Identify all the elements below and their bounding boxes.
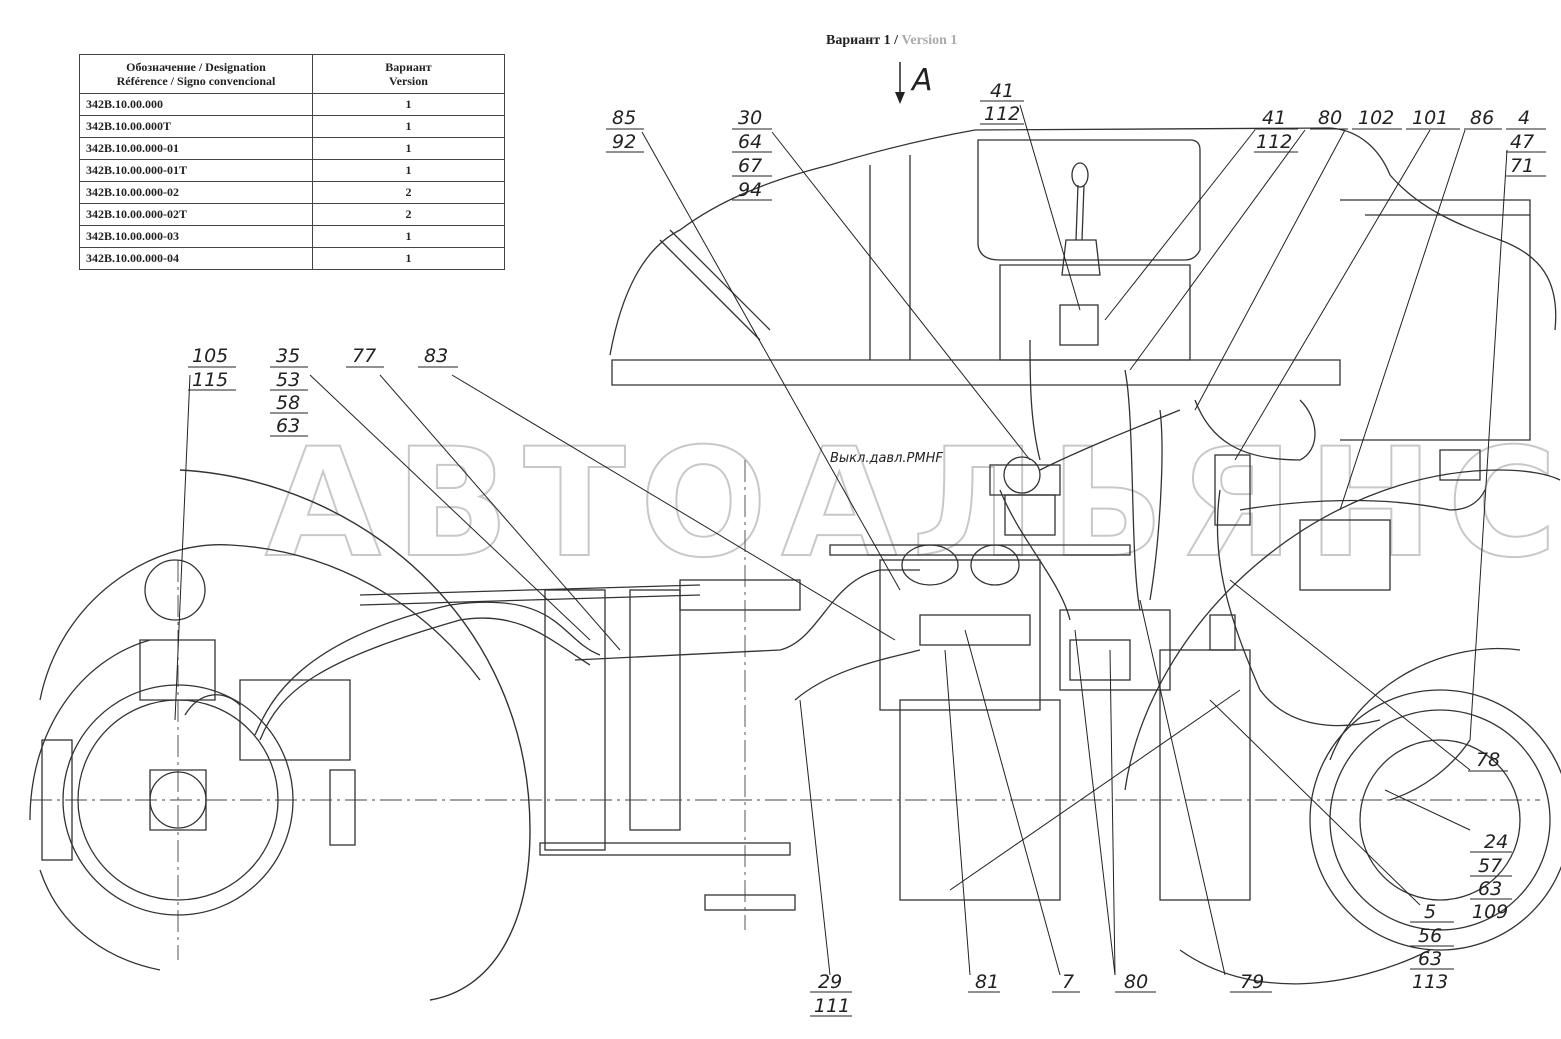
- callout-79-label: 79: [1240, 971, 1264, 993]
- callout-4-47-71: 4 47 71: [1506, 107, 1546, 177]
- callout-101-label: 101: [1412, 107, 1448, 129]
- callout-112-right: 112: [1256, 131, 1292, 153]
- rear-wheel-arc: [179, 469, 531, 1001]
- callout-71: 71: [1510, 155, 1534, 177]
- callout-29-111: 29 111: [810, 971, 852, 1017]
- callout-63-b: 63: [1478, 878, 1502, 900]
- callout-77: 77: [346, 345, 384, 368]
- version-header-line2: Version: [389, 74, 428, 88]
- callout-57: 57: [1478, 855, 1502, 877]
- version-cell: 1: [312, 247, 505, 270]
- callout-94: 94: [738, 179, 762, 201]
- callout-67: 67: [738, 155, 762, 177]
- callout-101: 101: [1406, 107, 1460, 130]
- callout-111: 111: [814, 995, 850, 1017]
- cab-outline: [609, 127, 1557, 441]
- callout-83-label: 83: [424, 345, 448, 367]
- callout-78: 78: [1468, 749, 1508, 772]
- callout-105-115: 105 115: [188, 345, 236, 391]
- variant-title-ru: Вариант 1 /: [826, 33, 899, 48]
- callout-86-label: 86: [1470, 107, 1494, 129]
- callout-35-53-58-63: 35 53 58 63: [270, 345, 308, 437]
- callout-41-112-right: 41 112: [1254, 107, 1298, 153]
- frame-rails: [359, 544, 1251, 911]
- callout-24-57-63-109: 24 57 63 109: [1470, 831, 1512, 923]
- watermark: АВТОАЛЬЯНС: [265, 417, 1561, 591]
- designation-header-line1: Обозначение / Designation: [126, 60, 266, 74]
- callout-80-bottom-label: 80: [1124, 971, 1148, 993]
- callout-30: 30: [738, 107, 762, 129]
- designation-header-line2: Référence / Signo convencional: [116, 74, 276, 88]
- callout-80-top: 80: [1310, 107, 1348, 130]
- view-arrow-label: A: [910, 63, 933, 98]
- variant-title: Вариант 1 / Version 1: [826, 33, 957, 49]
- callout-102-label: 102: [1358, 107, 1394, 129]
- callout-102: 102: [1352, 107, 1402, 130]
- callout-24: 24: [1484, 831, 1508, 853]
- table-header-row: Обозначение / Designation Référence / Si…: [79, 54, 505, 94]
- variant-title-en: Version 1: [898, 33, 958, 48]
- callout-56: 56: [1418, 925, 1442, 947]
- hydraulic-lines: [184, 339, 1486, 801]
- callout-85: 85: [612, 107, 636, 129]
- callout-47: 47: [1510, 131, 1534, 153]
- front-wheel: [29, 544, 481, 971]
- callout-79: 79: [1230, 971, 1272, 993]
- designation-header: Обозначение / Designation Référence / Si…: [79, 54, 313, 94]
- callout-109: 109: [1472, 901, 1508, 923]
- callout-29: 29: [818, 971, 842, 993]
- callout-35: 35: [276, 345, 300, 367]
- centre-lines: [30, 460, 1540, 960]
- callout-112-top: 112: [984, 103, 1020, 125]
- callout-63: 63: [276, 415, 300, 437]
- version-header: Вариант Version: [312, 54, 505, 94]
- gear-lever: [1059, 162, 1101, 346]
- callout-78-label: 78: [1476, 749, 1500, 771]
- pump-assembly: [901, 449, 1481, 681]
- callout-85-92: 85 92: [606, 107, 644, 153]
- callout-64: 64: [738, 131, 762, 153]
- callout-4: 4: [1518, 107, 1530, 129]
- designation-cell: 342B.10.00.000-04: [79, 247, 313, 270]
- rear-wheel: [1124, 469, 1561, 985]
- callout-7: 7: [1052, 971, 1080, 993]
- callout-5: 5: [1424, 901, 1436, 923]
- callout-41-right: 41: [1262, 107, 1286, 129]
- pressure-note: Выкл.давл.РМНF: [830, 451, 943, 466]
- callout-41-112-top: 41 112: [980, 80, 1024, 125]
- callout-105: 105: [192, 345, 228, 367]
- variant-table: Обозначение / Designation Référence / Si…: [79, 54, 505, 270]
- callout-113: 113: [1412, 971, 1448, 993]
- callout-83: 83: [418, 345, 458, 368]
- callout-80-bottom: 80: [1115, 971, 1156, 993]
- callout-81: 81: [968, 971, 1000, 993]
- callout-41-top: 41: [990, 80, 1014, 102]
- version-header-line1: Вариант: [385, 60, 432, 74]
- callout-92: 92: [612, 131, 636, 153]
- callout-53: 53: [276, 369, 300, 391]
- callout-5-56-63-113: 5 56 63 113: [1410, 901, 1454, 993]
- view-arrow: A: [895, 62, 933, 104]
- callout-7-label: 7: [1062, 971, 1074, 993]
- callout-58: 58: [276, 392, 300, 414]
- callout-86: 86: [1464, 107, 1502, 130]
- callout-115: 115: [192, 369, 228, 391]
- callout-63-c: 63: [1418, 948, 1442, 970]
- callout-81-label: 81: [975, 971, 999, 993]
- callout-80-top-label: 80: [1318, 107, 1342, 129]
- callout-30-64-67-94: 30 64 67 94: [732, 107, 772, 201]
- leader-lines: [174, 104, 1508, 976]
- callout-77-label: 77: [352, 345, 376, 367]
